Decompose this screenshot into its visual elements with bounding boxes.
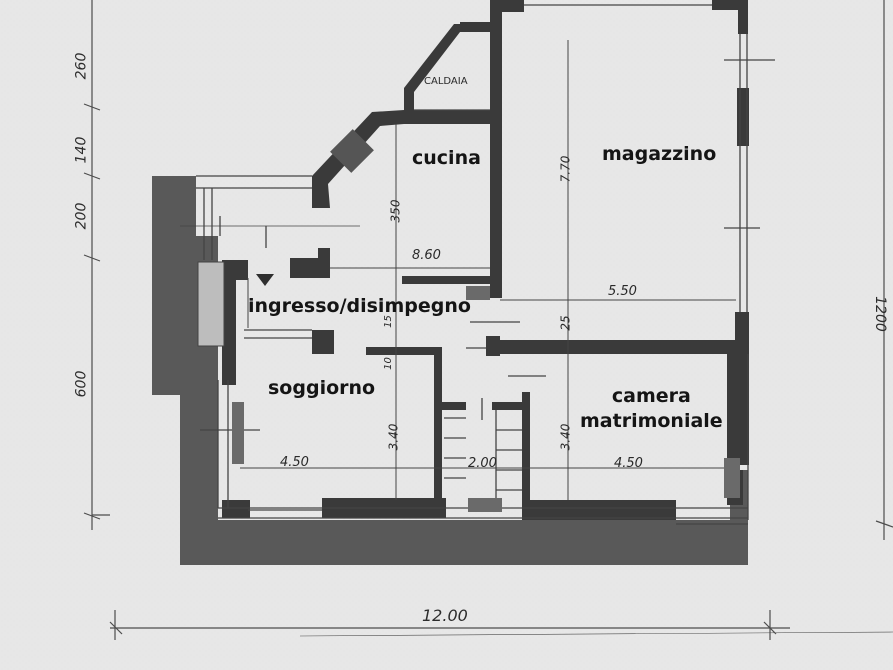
dim-corridor-width: 2.00 (468, 456, 497, 471)
radiators (197, 129, 740, 512)
right-dimension-line (875, 0, 893, 540)
room-label-camera: camera matrimoniale (580, 384, 723, 434)
thin-lines (180, 4, 775, 525)
dim-cucina-width: 8.60 (412, 248, 441, 263)
dim-corridor-25: 25 (558, 315, 573, 331)
dim-small-10: 10 (382, 357, 394, 370)
room-label-ingresso: ingresso/disimpegno (248, 295, 471, 317)
caldaia-label: CALDAIA (424, 76, 468, 87)
dim-left-140: 140 (73, 136, 90, 164)
dim-soggiorno-width: 4.50 (280, 455, 309, 470)
dim-soggiorno-height: 3.40 (386, 423, 401, 451)
dim-left-200: 200 (73, 202, 90, 230)
dim-left-260: 260 (73, 52, 90, 80)
room-label-camera-line2: matrimoniale (580, 410, 723, 432)
room-label-magazzino: magazzino (602, 143, 717, 165)
dim-bottom-1200: 12.00 (422, 606, 468, 625)
dim-cucina-height: 350 (388, 199, 403, 223)
room-label-camera-line1: camera (611, 385, 691, 407)
entry-arrow-icon (256, 274, 274, 286)
dim-magazzino-height: 7.70 (558, 155, 573, 183)
bottom-dimension-line (109, 610, 893, 640)
room-label-soggiorno: soggiorno (268, 377, 376, 399)
dim-camera-height: 3.40 (558, 423, 573, 451)
dim-camera-width: 4.50 (614, 456, 643, 471)
dim-right-1200: 1200 (871, 296, 888, 332)
dim-magazzino-width: 5.50 (608, 284, 637, 299)
dim-left-600: 600 (73, 370, 90, 398)
dim-small-15: 15 (382, 315, 394, 328)
left-dimension-line (83, 0, 110, 530)
room-label-cucina: cucina (412, 147, 481, 169)
